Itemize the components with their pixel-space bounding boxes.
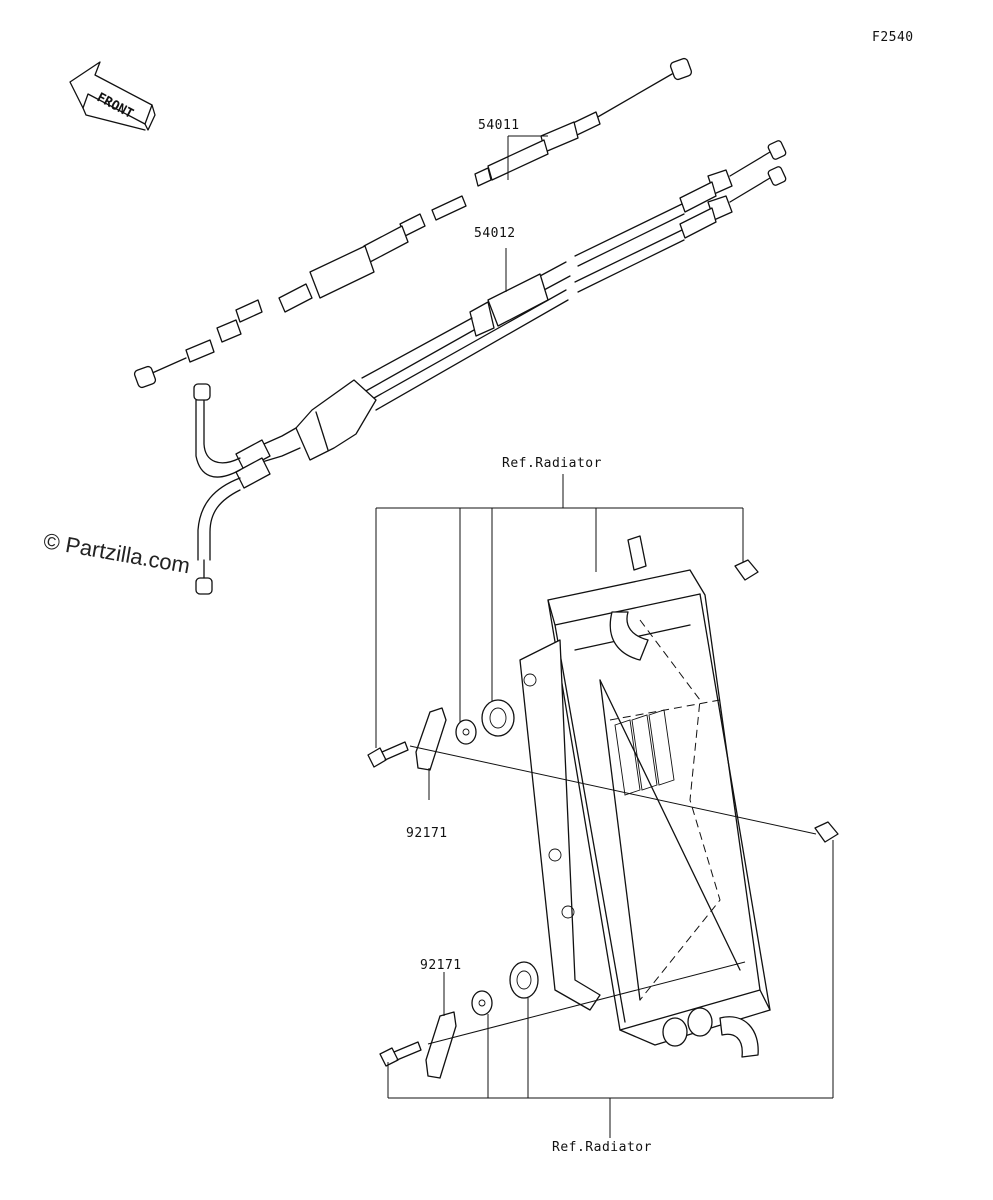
mounting-hardware	[367, 559, 839, 1079]
leader-lines	[375, 135, 834, 1138]
front-arrow-icon: FRONT	[69, 61, 156, 131]
radiator	[519, 535, 771, 1058]
throttle-cable-54012	[193, 140, 787, 595]
part-number-54012[interactable]: 54012	[474, 226, 516, 241]
part-number-92171-lower[interactable]: 92171	[420, 958, 462, 973]
bolt-lower	[379, 1047, 399, 1067]
part-number-92171-upper[interactable]: 92171	[406, 826, 448, 841]
grommet-lower	[509, 961, 539, 999]
diagram-code: F2540	[872, 30, 914, 45]
radiator-fins	[614, 709, 675, 796]
bracket-upper	[415, 707, 447, 771]
cap-lower	[814, 821, 839, 843]
part-number-54011[interactable]: 54011	[478, 118, 520, 133]
ref-radiator-upper[interactable]: Ref.Radiator	[502, 456, 602, 471]
washer-upper	[455, 719, 477, 745]
cap-upper	[734, 559, 759, 581]
grommet-upper	[481, 699, 515, 737]
ref-radiator-lower[interactable]: Ref.Radiator	[552, 1140, 652, 1155]
washer-lower	[471, 990, 493, 1016]
throttle-cable-54011	[133, 57, 693, 389]
bracket-lower	[425, 1011, 457, 1079]
